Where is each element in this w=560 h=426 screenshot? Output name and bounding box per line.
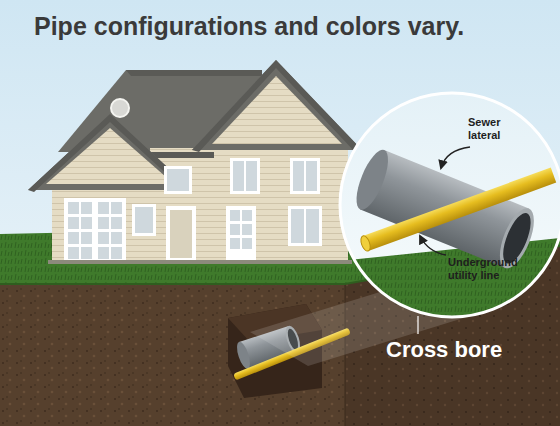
house [28,60,362,264]
title: Pipe configurations and colors vary. [34,12,464,41]
pipe-label: Underground utility line [448,256,524,281]
magnifier [330,93,560,330]
callout-label: Cross bore [386,337,502,362]
pipe-label: Sewer lateral [468,116,524,141]
